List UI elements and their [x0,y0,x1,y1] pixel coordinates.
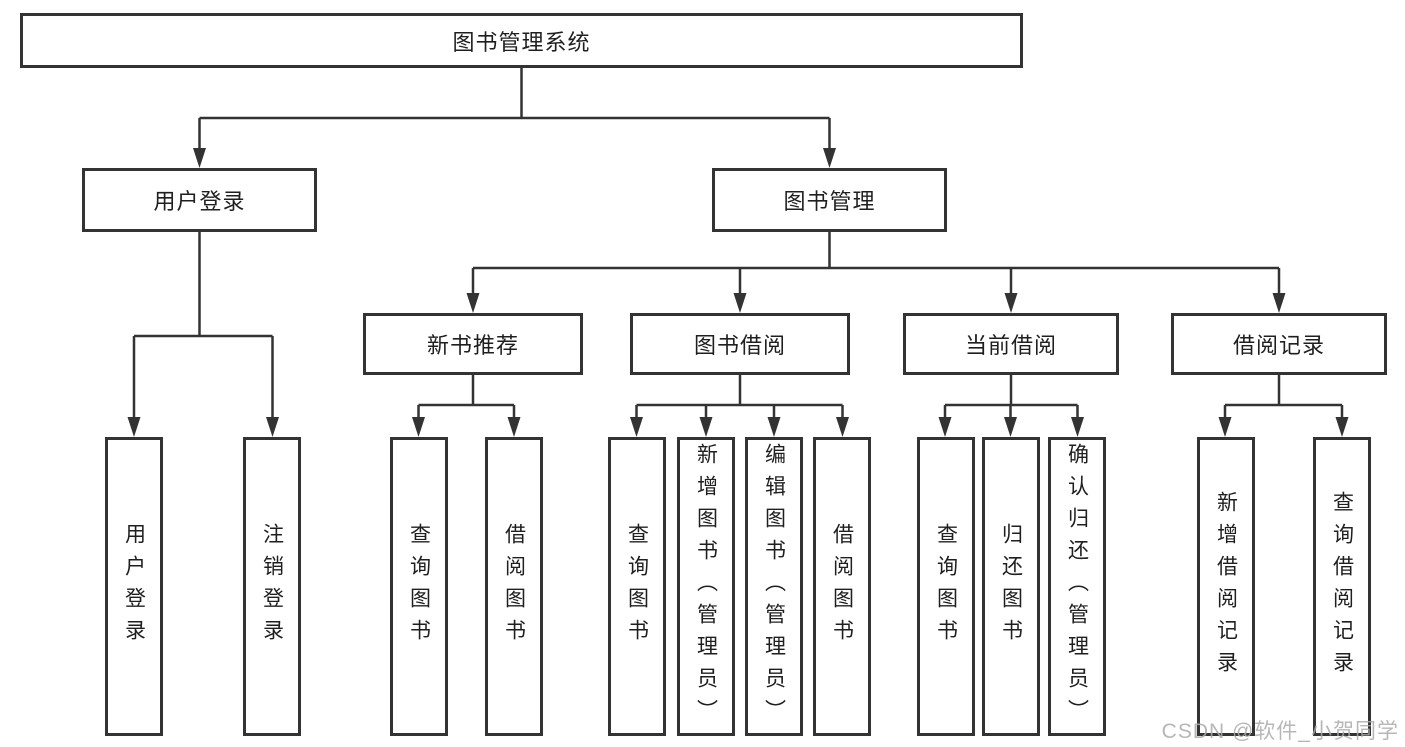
arrowhead-icon [412,417,425,437]
arrowhead-icon [1218,417,1232,437]
arrowhead-icon [767,417,781,437]
leaf-add-books-admin: 新增图书（管理员） [677,437,735,736]
arrowhead-icon [823,148,836,168]
leaf-user-login-label: 用户登录 [122,522,146,651]
leaf-query-borrow-record-label: 查询借阅记录 [1330,490,1354,683]
leaf-edit-books-admin: 编辑图书（管理员） [745,437,803,736]
node-root: 图书管理系统 [20,13,1023,68]
node-book-borrow-label: 图书借阅 [693,333,786,358]
leaf-return-books: 归还图书 [982,437,1040,736]
leaf-query-books-2: 查询图书 [608,437,666,736]
node-root-label: 图书管理系统 [452,29,591,55]
arrowhead-icon [733,293,747,313]
node-user-login: 用户登录 [82,168,317,232]
leaf-borrow-books-2: 借阅图书 [813,437,871,736]
leaf-logout: 注销登录 [243,437,301,736]
arrowhead-icon [1071,417,1084,437]
node-book-management-label: 图书管理 [783,189,876,214]
arrowhead-icon [836,417,849,437]
leaf-query-books-2-label: 查询图书 [625,522,649,651]
node-new-book-recommend-label: 新书推荐 [426,333,519,358]
leaf-query-books-3: 查询图书 [917,437,975,736]
leaf-confirm-return-admin: 确认归还（管理员） [1048,437,1106,736]
arrowhead-icon [938,417,952,437]
arrowhead-icon [630,417,643,437]
leaf-confirm-return-admin-label: 确认归还（管理员） [1065,442,1089,731]
arrowheads [127,148,1349,437]
leaf-user-login: 用户登录 [105,437,163,736]
arrowhead-icon [1004,417,1017,437]
node-current-borrow: 当前借阅 [903,313,1119,375]
leaf-query-books-1: 查询图书 [390,437,448,736]
leaf-edit-books-admin-label: 编辑图书（管理员） [762,442,786,731]
leaf-add-borrow-record-label: 新增借阅记录 [1214,490,1238,683]
leaf-logout-label: 注销登录 [260,522,284,651]
leaf-query-borrow-record: 查询借阅记录 [1313,437,1371,736]
node-new-book-recommend: 新书推荐 [363,313,583,375]
leaf-return-books-label: 归还图书 [999,522,1023,651]
leaf-query-books-1-label: 查询图书 [407,522,431,651]
leaf-borrow-books-1: 借阅图书 [485,437,543,736]
watermark: CSDN @软件_小贺同学 [1161,720,1399,743]
node-book-borrow: 图书借阅 [630,313,850,375]
leaf-add-books-admin-label: 新增图书（管理员） [694,442,718,731]
arrowhead-icon [1272,293,1286,313]
arrowhead-icon [1335,417,1349,437]
node-borrow-records-label: 借阅记录 [1232,333,1325,358]
connector-paths [132,68,1344,422]
node-current-borrow-label: 当前借阅 [964,333,1057,358]
leaf-add-borrow-record: 新增借阅记录 [1197,437,1255,736]
arrowhead-icon [507,417,521,437]
arrowhead-icon [193,148,206,168]
leaf-borrow-books-2-label: 借阅图书 [830,522,854,651]
arrowhead-icon [266,417,279,437]
leaf-query-books-3-label: 查询图书 [934,522,958,651]
node-user-login-label: 用户登录 [153,189,246,214]
arrowhead-icon [466,293,480,313]
arrowhead-icon [1004,293,1018,313]
leaf-borrow-books-1-label: 借阅图书 [502,522,526,651]
node-book-management: 图书管理 [712,168,947,232]
arrowhead-icon [699,417,713,437]
node-borrow-records: 借阅记录 [1171,313,1387,375]
arrowhead-icon [127,417,141,437]
